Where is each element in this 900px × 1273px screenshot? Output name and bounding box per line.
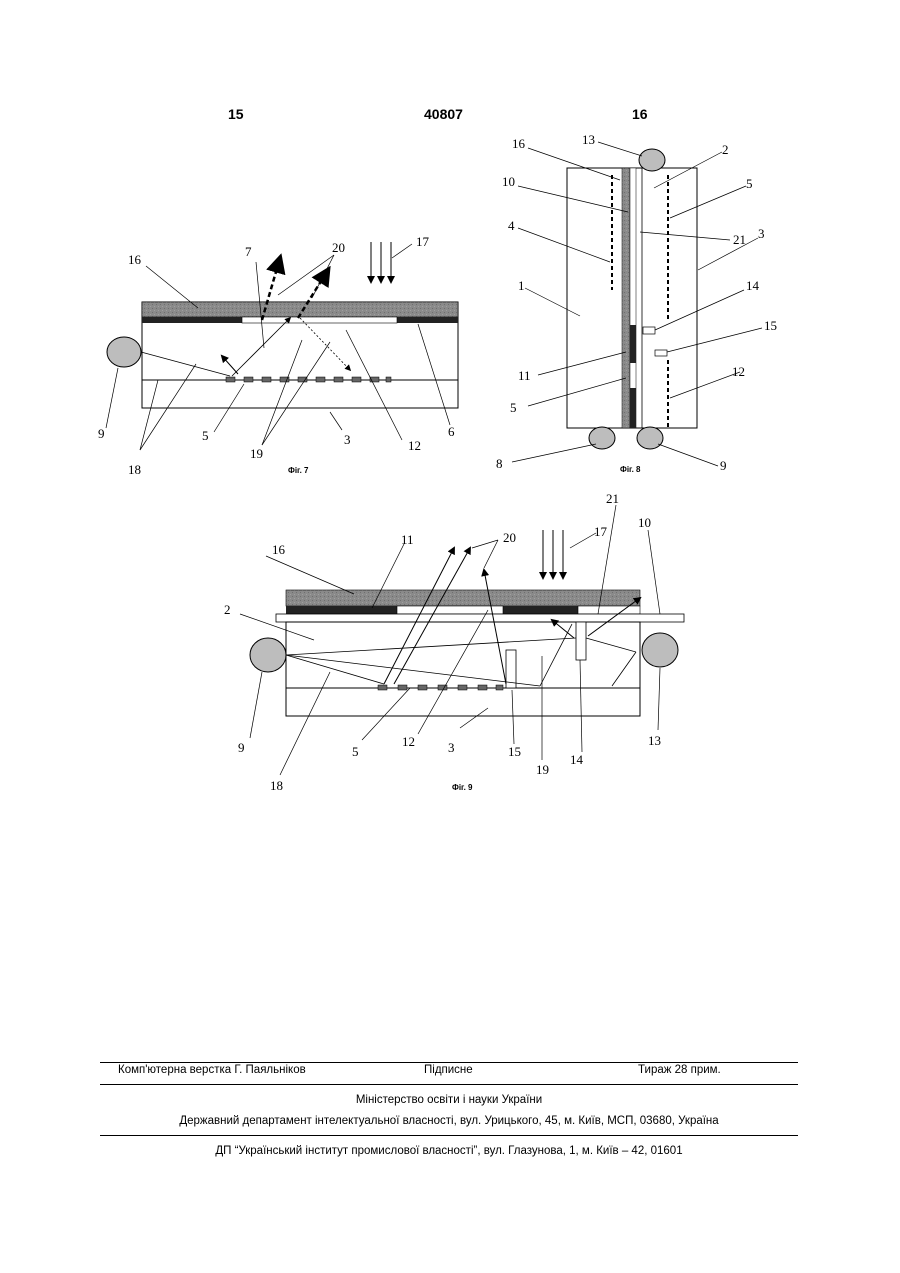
fig8-label: 11	[518, 368, 531, 383]
fig7-label: 9	[98, 426, 105, 441]
fig9-label: 13	[648, 733, 661, 748]
fig7-label: 19	[250, 446, 263, 461]
fig8-label: 14	[746, 278, 760, 293]
fig8-label: 5	[510, 400, 517, 415]
fig9-label: 14	[570, 752, 584, 767]
signed-note: Підписне	[424, 1064, 473, 1076]
fig8-label: 13	[582, 132, 595, 147]
footer-rule	[100, 1062, 798, 1063]
fig9-label: 2	[224, 602, 231, 617]
fig8-label: 9	[720, 458, 727, 473]
department-address: Державний департамент інтелектуальної вл…	[100, 1115, 798, 1127]
fig8-label: 16	[512, 136, 526, 151]
fig9-label: 21	[606, 491, 619, 506]
institute-address: ДП “Український інститут промислової вла…	[100, 1145, 798, 1157]
fig7-label: 3	[344, 432, 351, 447]
fig8-label: 15	[764, 318, 777, 333]
fig8-label: 1	[518, 278, 525, 293]
fig9-label: 17	[594, 524, 608, 539]
fig7-label: 6	[448, 424, 455, 439]
fig9-caption: Фіг. 9	[452, 783, 473, 792]
fig7-label: 5	[202, 428, 209, 443]
fig8-label: 2	[722, 142, 729, 157]
footer-rule	[100, 1084, 798, 1085]
fig8-caption: Фіг. 8	[620, 465, 641, 474]
fig9-label: 19	[536, 762, 549, 777]
figure-7: 16 7 20 17 9 18 5 19 3 12 6 Фіг. 7	[98, 234, 458, 477]
fig8-label: 3	[758, 226, 765, 241]
ministry-name: Міністерство освіти і науки України	[100, 1094, 798, 1106]
fig9-label: 15	[508, 744, 521, 759]
fig9-label: 3	[448, 740, 455, 755]
fig9-label: 11	[401, 532, 414, 547]
fig8-label: 8	[496, 456, 503, 471]
fig7-label: 16	[128, 252, 142, 267]
fig9-label: 5	[352, 744, 359, 759]
fig8-label: 4	[508, 218, 515, 233]
fig8-label: 5	[746, 176, 753, 191]
fig7-label: 7	[245, 244, 252, 259]
fig9-label: 10	[638, 515, 651, 530]
fig7-label: 18	[128, 462, 141, 477]
fig9-label: 18	[270, 778, 283, 793]
fig8-label: 21	[733, 232, 746, 247]
fig7-label: 17	[416, 234, 430, 249]
fig7-label: 12	[408, 438, 421, 453]
layout-credit: Комп'ютерна верстка Г. Паяльніков	[118, 1064, 306, 1076]
fig9-label: 20	[503, 530, 516, 545]
footer-rule	[100, 1135, 798, 1136]
fig7-caption: Фіг. 7	[288, 466, 309, 475]
figure-9: 21 16 11 20 17 10 2 9 13 5 12 3 15 14 19…	[224, 491, 684, 793]
fig8-label: 10	[502, 174, 515, 189]
circulation-note: Тираж 28 прим.	[638, 1064, 721, 1076]
figure-8: 16 13 2 10 5 4 21 3 1 14 15 11 12 5 8 9 …	[496, 132, 777, 474]
fig8-label: 12	[732, 364, 745, 379]
fig9-label: 9	[238, 740, 245, 755]
fig9-label: 16	[272, 542, 286, 557]
fig9-label: 12	[402, 734, 415, 749]
fig7-label: 20	[332, 240, 345, 255]
